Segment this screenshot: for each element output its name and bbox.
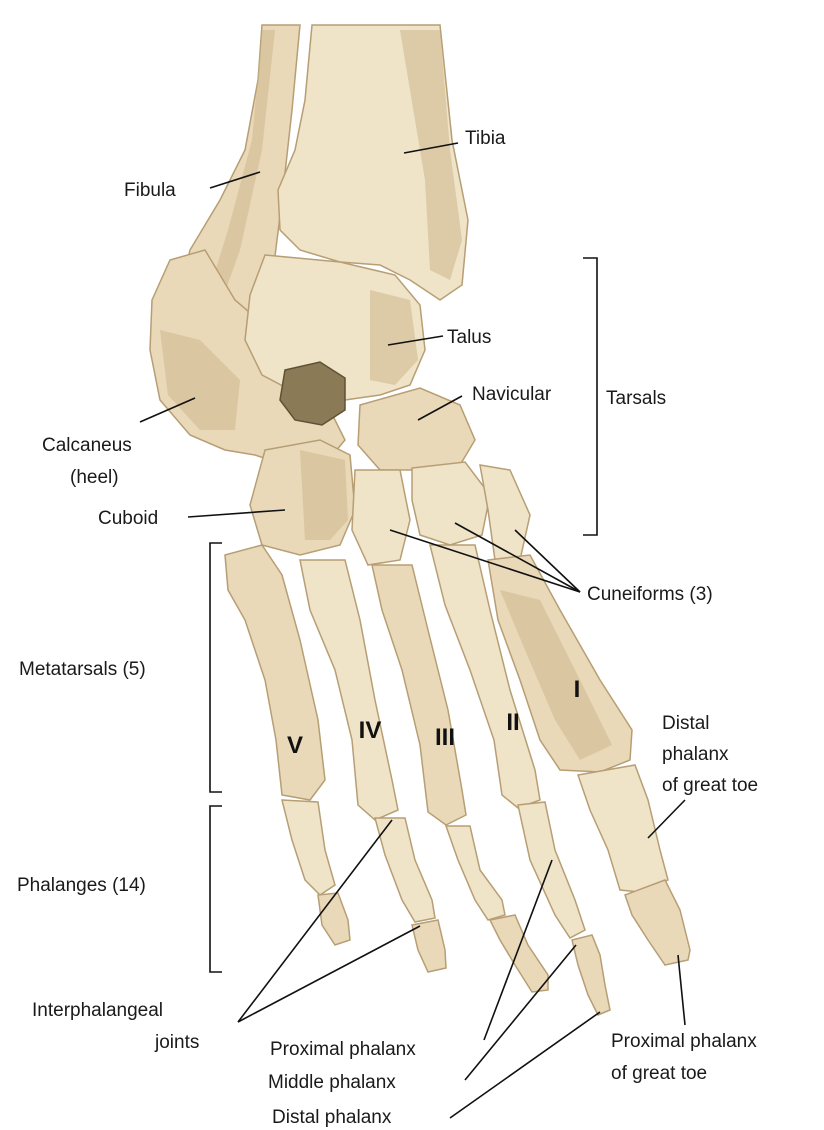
phalanges-bracket [210,806,222,972]
label-proximal-great-toe-2: of great toe [611,1063,707,1084]
label-distal-great-toe-2: phalanx [662,744,729,765]
label-cuneiforms: Cuneiforms (3) [587,584,713,605]
label-distal-great-toe-3: of great toe [662,775,758,796]
label-phalanges: Phalanges (14) [17,875,146,896]
label-calcaneus: Calcaneus [42,435,132,456]
cuboid-bone [250,440,355,555]
metatarsal-numeral-iv: IV [359,717,382,744]
label-proximal-phalanx: Proximal phalanx [270,1039,416,1060]
label-metatarsals: Metatarsals (5) [19,659,146,680]
label-talus: Talus [447,327,491,348]
metatarsals-bracket [210,543,222,792]
label-middle-phalanx: Middle phalanx [268,1072,396,1093]
label-distal-phalanx: Distal phalanx [272,1107,392,1128]
label-interphalangeal: Interphalangeal [32,1000,163,1021]
label-interphalangeal-joints: joints [154,1032,199,1053]
label-fibula: Fibula [124,180,176,201]
metatarsal-numeral-i: I [574,676,581,703]
phalanx-bones [282,765,690,1015]
metatarsal-numeral-ii: II [506,709,519,736]
navicular-bone [358,388,475,470]
label-distal-great-toe-1: Distal [662,713,710,734]
label-navicular: Navicular [472,384,552,405]
label-cuboid: Cuboid [98,508,158,529]
label-calcaneus-heel: (heel) [70,467,119,488]
metatarsal-numeral-iii: III [435,724,455,751]
label-proximal-great-toe-1: Proximal phalanx [611,1031,757,1052]
label-tarsals: Tarsals [606,388,666,409]
tarsals-bracket [583,258,597,535]
label-tibia: Tibia [465,128,506,149]
metatarsal-numeral-v: V [287,732,303,759]
